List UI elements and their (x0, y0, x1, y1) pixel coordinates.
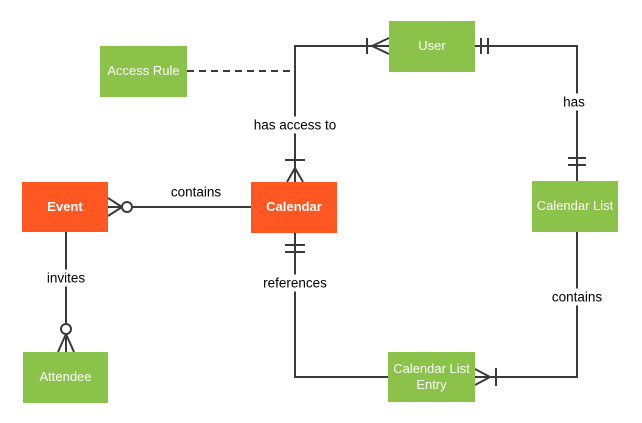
edge-label-references: references (259, 274, 331, 292)
entity-calendar[interactable]: Calendar (251, 182, 337, 233)
edge-line (474, 45, 578, 181)
entity-label: Calendar List Entry (393, 360, 470, 392)
crow-foot-many-icon (107, 197, 123, 217)
entity-label: Event (47, 198, 83, 214)
entity-label: Attendee (39, 369, 92, 385)
edge-event-invites-attendee (57, 232, 75, 353)
edge-label-contains-2: contains (547, 288, 607, 306)
cardinality-exactly-one-icon (285, 244, 305, 253)
entity-user[interactable]: User (389, 21, 475, 72)
edge-user-has-access-to-calendar (285, 37, 390, 183)
entity-calendar-list-entry[interactable]: Calendar List Entry (388, 352, 475, 402)
crow-foot-many-icon (474, 368, 491, 386)
edge-line (294, 233, 388, 378)
crow-foot-many-icon (57, 333, 75, 353)
entity-label: Access Rule (107, 63, 180, 79)
edge-event-contains-calendar (107, 197, 251, 217)
edge-label-contains: contains (166, 183, 226, 201)
edge-line (475, 232, 578, 378)
cardinality-zero-ring-icon (60, 323, 72, 335)
edge-label-invites: invites (42, 269, 90, 287)
entity-label: User (418, 38, 446, 54)
cardinality-zero-ring-icon (121, 201, 133, 213)
crow-foot-many-icon (371, 37, 390, 55)
entity-label: Calendar List (536, 198, 614, 214)
cardinality-exactly-one-icon (568, 157, 586, 166)
edge-line (294, 45, 389, 182)
entity-label: Calendar (266, 199, 322, 215)
edge-calendar-references-entry (285, 233, 388, 378)
edge-calendar-list-contains-entry (474, 232, 578, 386)
edge-label-has: has (559, 93, 589, 111)
edge-label-has-access-to: has access to (249, 116, 341, 134)
cardinality-exactly-one-icon (480, 38, 489, 54)
entity-calendar-list[interactable]: Calendar List (532, 181, 618, 232)
entity-attendee[interactable]: Attendee (23, 352, 108, 403)
entity-event[interactable]: Event (22, 182, 108, 232)
crow-foot-many-icon (286, 167, 304, 183)
entity-access-rule[interactable]: Access Rule (100, 46, 187, 97)
edge-user-has-calendar-list (474, 38, 586, 181)
